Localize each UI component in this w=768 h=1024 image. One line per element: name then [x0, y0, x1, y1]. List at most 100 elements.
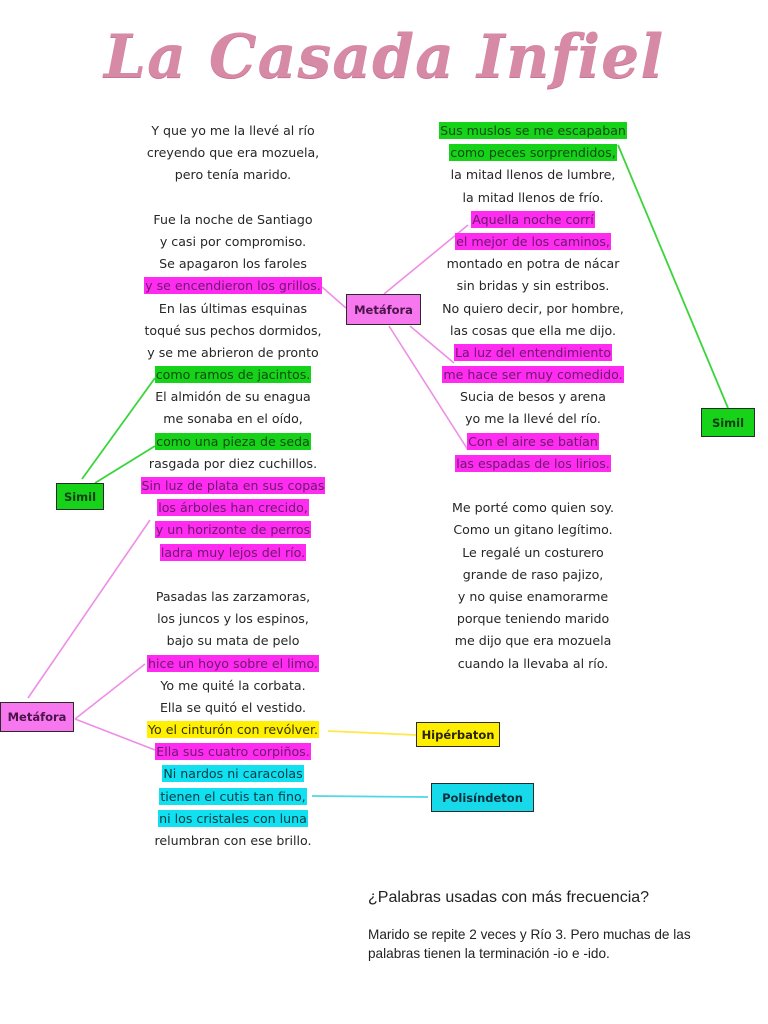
poem-line: el mejor de los caminos,: [403, 231, 663, 253]
line-text: me sonaba en el oído,: [163, 411, 303, 427]
tag-metafora-left: Metáfora: [0, 702, 74, 732]
highlighted-text-metafora: La luz del entendimiento: [453, 343, 613, 361]
poem-line: Yo me quité la corbata.: [103, 675, 363, 697]
poem-line: bajo su mata de pelo: [103, 630, 363, 652]
tag-hiperbaton: Hipérbaton: [416, 722, 500, 747]
poem-right-column: Sus muslos se me escapaban como peces sor…: [403, 120, 663, 675]
line-text: Y que yo me la llevé al río: [151, 123, 315, 138]
poem-line: la mitad llenos de frío.: [403, 187, 663, 209]
poem-line: rasgada por diez cuchillos.: [103, 453, 363, 475]
line-text: pero tenía marido.: [174, 167, 292, 183]
highlighted-text-polisindeton: ni los cristales con luna: [158, 809, 308, 827]
poem-line: En las últimas esquinas: [103, 298, 363, 320]
stanza-break: [103, 564, 363, 586]
poem-line: Fue la noche de Santiago: [103, 209, 363, 231]
poem-line: y se encendieron los grillos.: [103, 275, 363, 297]
line-text: Fue la noche de Santiago: [153, 211, 313, 227]
line-text: las cosas que ella me dijo.: [450, 322, 616, 338]
highlighted-text-polisindeton: Ni nardos ni caracolas: [162, 765, 304, 783]
line-text: No quiero decir, por hombre,: [442, 300, 624, 316]
poem-line: pero tenía marido.: [103, 164, 363, 186]
line-text: Yo me quité la corbata.: [160, 677, 306, 693]
stanza-break: [103, 187, 363, 209]
line-text: Ella se quitó el vestido.: [159, 699, 307, 715]
line-text: rasgada por diez cuchillos.: [148, 455, 318, 471]
line-text: y se me abrieron de pronto: [147, 344, 319, 360]
highlighted-text-metafora: las espadas de los lirios.: [455, 454, 611, 472]
line-text: yo me la llevé del río.: [465, 411, 601, 427]
poem-line: y se me abrieron de pronto: [103, 342, 363, 364]
poem-line: ni los cristales con luna: [103, 808, 363, 830]
poem-line: Y que yo me la llevé al río: [103, 120, 363, 142]
tag-polisindeton: Polisíndeton: [431, 783, 534, 812]
line-text: cuando la llevaba al río.: [457, 655, 609, 671]
poem-line: como peces sorprendidos,: [403, 142, 663, 164]
line-text: porque teniendo marido: [456, 611, 610, 627]
highlighted-text-metafora: Con el aire se batían: [467, 432, 599, 450]
poem-line: No quiero decir, por hombre,: [403, 298, 663, 320]
highlighted-text-metafora: Ella sus cuatro corpiños.: [155, 743, 311, 761]
highlighted-text-metafora: ladra muy lejos del río.: [159, 543, 307, 561]
line-text: sin bridas y sin estribos.: [456, 278, 610, 294]
poem-line: Sucia de besos y arena: [403, 386, 663, 408]
highlighted-text-metafora: Aquella noche corrí: [471, 210, 595, 228]
poem-line: Sus muslos se me escapaban: [403, 120, 663, 142]
poem-line: y no quise enamorarme: [403, 586, 663, 608]
poem-line: los árboles han crecido,: [103, 497, 363, 519]
highlighted-text-simil: como peces sorprendidos,: [449, 144, 617, 162]
highlighted-text-metafora: y un horizonte de perros: [154, 521, 312, 539]
poem-line: me dijo que era mozuela: [403, 630, 663, 652]
poem-line: El almidón de su enagua: [103, 386, 363, 408]
line-text: y no quise enamorarme: [457, 588, 609, 604]
highlighted-text-hiperbaton: Yo el cinturón con revólver.: [146, 721, 320, 739]
stanza-break: [403, 475, 663, 497]
poem-line: yo me la llevé del río.: [403, 408, 663, 430]
tag-metafora-center: Metáfora: [346, 294, 421, 325]
poem-line: las cosas que ella me dijo.: [403, 320, 663, 342]
poem-line: Sin luz de plata en sus copas: [103, 475, 363, 497]
line-text: la mitad llenos de frío.: [462, 189, 604, 205]
line-text: toqué sus pechos dormidos,: [144, 322, 322, 338]
poem-line: las espadas de los lirios.: [403, 453, 663, 475]
line-text: Sucia de besos y arena: [460, 389, 606, 405]
poem-line: y casi por compromiso.: [103, 231, 363, 253]
poem-line: tienen el cutis tan fino,: [103, 786, 363, 808]
poem-line: como una pieza de seda: [103, 431, 363, 453]
highlighted-text-metafora: hice un hoyo sobre el limo.: [147, 654, 319, 672]
line-text: Me porté como quien soy.: [452, 500, 614, 516]
line-text: Pasadas las zarzamoras,: [155, 588, 311, 604]
poem-line: Como un gitano legítimo.: [403, 519, 663, 541]
highlighted-text-polisindeton: tienen el cutis tan fino,: [159, 787, 307, 805]
poem-line: Ella sus cuatro corpiños.: [103, 741, 363, 763]
line-text: y casi por compromiso.: [159, 233, 307, 249]
poem-line: sin bridas y sin estribos.: [403, 275, 663, 297]
poem-line: La luz del entendimiento: [403, 342, 663, 364]
poem-line: y un horizonte de perros: [103, 519, 363, 541]
poem-line: como ramos de jacintos.: [103, 364, 363, 386]
poem-line: Ni nardos ni caracolas: [103, 763, 363, 785]
highlighted-text-metafora: y se encendieron los grillos.: [144, 277, 322, 295]
tag-simil-right: Simil: [701, 408, 755, 437]
tag-simil-left: Simil: [56, 483, 104, 510]
highlighted-text-metafora: Sin luz de plata en sus copas: [140, 477, 326, 494]
poem-line: Yo el cinturón con revólver.: [103, 719, 363, 741]
poem-line: Se apagaron los faroles: [103, 253, 363, 275]
line-text: bajo su mata de pelo: [166, 633, 300, 649]
highlighted-text-metafora: el mejor de los caminos,: [455, 232, 611, 250]
poem-line: cuando la llevaba al río.: [403, 653, 663, 675]
poem-line: los juncos y los espinos,: [103, 608, 363, 630]
highlighted-text-simil: como una pieza de seda: [155, 432, 311, 450]
poem-line: grande de raso pajizo,: [403, 564, 663, 586]
poem-line: Pasadas las zarzamoras,: [103, 586, 363, 608]
line-text: Le regalé un costurero: [462, 544, 604, 560]
line-text: me dijo que era mozuela: [454, 633, 612, 649]
poem-line: ladra muy lejos del río.: [103, 542, 363, 564]
poem-line: Ella se quitó el vestido.: [103, 697, 363, 719]
line-text: Como un gitano legítimo.: [453, 522, 613, 538]
poem-line: Con el aire se batían: [403, 431, 663, 453]
poem-line: me hace ser muy comedido.: [403, 364, 663, 386]
highlighted-text-metafora: los árboles han crecido,: [157, 499, 309, 517]
highlighted-text-simil: como ramos de jacintos.: [154, 366, 312, 384]
line-text: Se apagaron los faroles: [159, 256, 307, 272]
